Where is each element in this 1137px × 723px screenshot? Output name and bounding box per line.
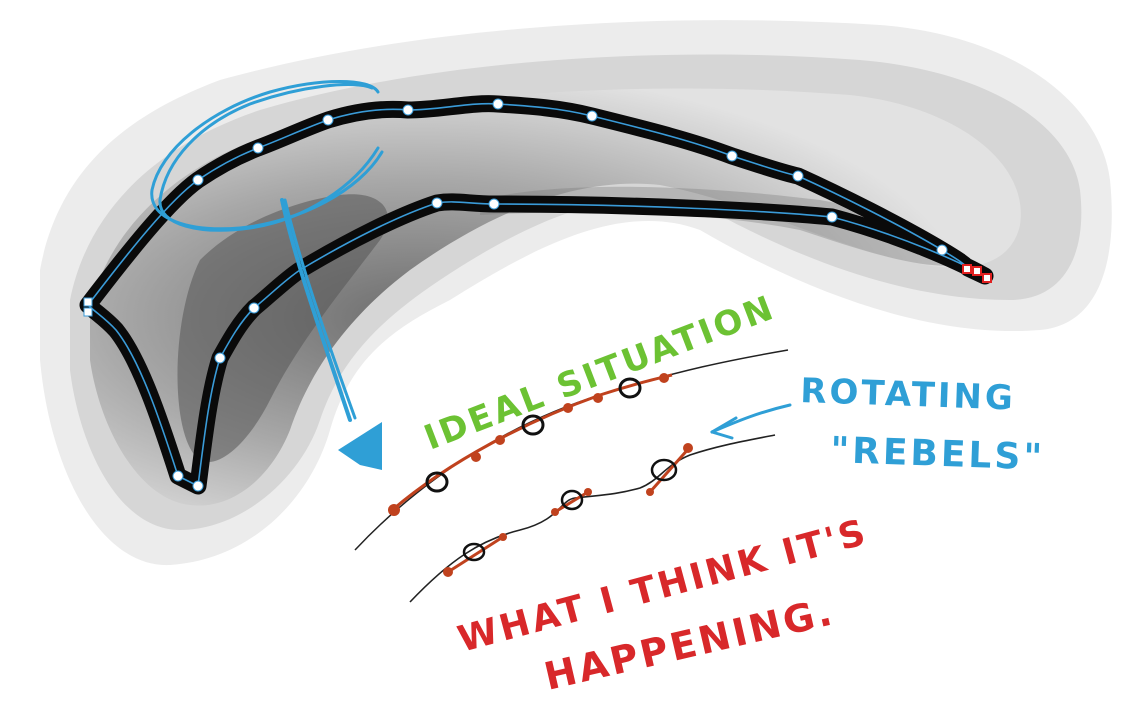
actual-node-circle xyxy=(560,489,584,511)
actual-handle-point xyxy=(683,443,693,453)
actual-curve xyxy=(409,434,776,603)
actual-node-circle xyxy=(650,458,678,482)
raster-background xyxy=(40,20,1112,566)
actual-handle-point xyxy=(646,488,654,496)
actual-handle-point xyxy=(584,488,592,496)
ideal-handle-point xyxy=(495,435,505,445)
actual-handle-point xyxy=(443,567,453,577)
blue-arrow xyxy=(280,198,382,470)
ideal-curve xyxy=(354,349,789,551)
path-node[interactable] xyxy=(488,198,500,210)
path-node[interactable] xyxy=(322,114,334,126)
path-node[interactable] xyxy=(192,174,204,186)
path-node[interactable] xyxy=(936,244,948,256)
path-node[interactable] xyxy=(726,150,738,162)
actual-node-circle xyxy=(462,542,486,562)
path-node[interactable] xyxy=(252,142,264,154)
ideal-situation-label: IDEAL SITUATION xyxy=(419,287,781,458)
ideal-node-circle xyxy=(521,414,545,436)
path-node-square[interactable] xyxy=(83,297,93,307)
path-node[interactable] xyxy=(402,104,414,116)
ideal-node-circle xyxy=(618,377,642,399)
path-node[interactable] xyxy=(792,170,804,182)
path-node[interactable] xyxy=(431,197,443,209)
path-node[interactable] xyxy=(826,211,838,223)
rotating-label: ROTATING xyxy=(800,371,1017,418)
actual-handle-point xyxy=(499,533,507,541)
rebels-pointer-arrow xyxy=(710,403,792,440)
ideal-handle-point xyxy=(471,452,481,462)
ideal-handle-point xyxy=(563,403,573,413)
path-node[interactable] xyxy=(248,302,260,314)
ideal-handle-point xyxy=(388,504,400,516)
path-node-square[interactable] xyxy=(83,307,93,317)
actual-handle-point xyxy=(551,508,559,516)
ideal-handle-point xyxy=(593,393,603,403)
blue-annotation-circle xyxy=(150,80,384,232)
ideal-handle-point xyxy=(659,373,669,383)
path-nodes[interactable] xyxy=(83,98,992,492)
path-node[interactable] xyxy=(214,352,226,364)
path-node[interactable] xyxy=(586,110,598,122)
endpoint-node[interactable] xyxy=(962,264,972,274)
path-node[interactable] xyxy=(192,480,204,492)
ideal-node-circle xyxy=(425,471,449,493)
endpoint-node[interactable] xyxy=(982,273,992,283)
path-node[interactable] xyxy=(172,470,184,482)
rebels-label: "REBELS" xyxy=(830,430,1046,478)
endpoint-node[interactable] xyxy=(972,266,982,276)
path-node[interactable] xyxy=(492,98,504,110)
